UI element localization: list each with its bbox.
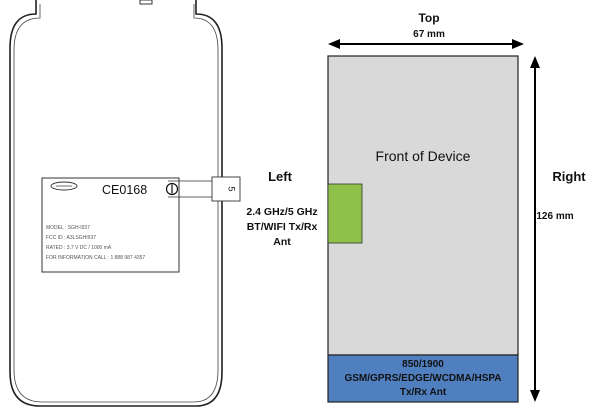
top-label: Top bbox=[418, 11, 439, 25]
cellular-antenna-line-1: 850/1900 bbox=[402, 359, 444, 370]
cellular-antenna-line-2: GSM/GPRS/EDGE/WCDMA/HSPA bbox=[344, 373, 501, 384]
label-line-4: FOR INFORMATION CALL : 1 888 987 4357 bbox=[46, 255, 145, 261]
wifi-antenna-line-3: Ant bbox=[273, 236, 291, 248]
right-label: Right bbox=[552, 169, 586, 184]
wifi-antenna-line-2: BT/WIFI Tx/Rx bbox=[247, 221, 318, 233]
height-label: 126 mm bbox=[536, 211, 573, 222]
wifi-antenna-line-1: 2.4 GHz/5 GHz bbox=[246, 206, 317, 218]
device-back-outline bbox=[9, 0, 223, 407]
width-label: 67 mm bbox=[413, 29, 445, 40]
callout-box bbox=[211, 176, 241, 202]
wifi-antenna-area bbox=[327, 183, 363, 244]
label-line-1: MODEL : SGH-I937 bbox=[46, 225, 90, 231]
ce-mark: CE0168 bbox=[102, 183, 147, 197]
regulatory-label bbox=[41, 177, 180, 273]
left-label: Left bbox=[268, 169, 293, 184]
antenna-diagram: Top 67 mm Front of Device 850/1900 GSM/G… bbox=[246, 11, 586, 403]
height-arrow bbox=[530, 56, 540, 402]
alert-mark-icon bbox=[165, 182, 179, 196]
front-of-device-label: Front of Device bbox=[376, 148, 471, 164]
device-back-inner-outline bbox=[13, 4, 219, 403]
cellular-antenna-line-3: Tx/Rx Ant bbox=[400, 387, 447, 398]
callout-value: 5 bbox=[227, 186, 237, 191]
top-button bbox=[139, 0, 153, 5]
label-line-2: FCC ID : A3LSGHI937 bbox=[46, 235, 96, 241]
width-arrow bbox=[328, 39, 524, 49]
cellular-antenna-area bbox=[327, 354, 519, 403]
brand-logo bbox=[50, 181, 78, 191]
label-line-3: RATED : 3.7 V DC / 1000 mA bbox=[46, 245, 112, 251]
device-back-drawing: CE0168 MODEL : SGH-I937 FCC ID : A3LSGHI… bbox=[9, 0, 241, 407]
